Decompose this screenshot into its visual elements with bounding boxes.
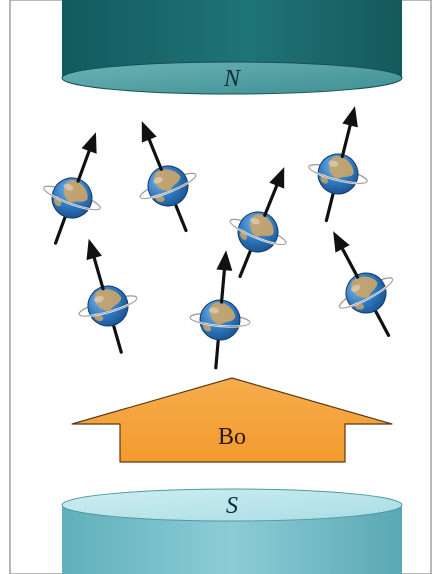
field-arrow: Bo <box>71 377 393 463</box>
spin-particle <box>333 231 394 337</box>
spin-particle <box>189 250 251 370</box>
spin-group <box>42 106 394 370</box>
spin-particle <box>78 238 138 354</box>
south-pole-label: S <box>226 493 238 519</box>
field-label: Bo <box>218 424 246 450</box>
spin-particle <box>307 106 369 223</box>
frame-border <box>9 0 432 574</box>
spin-particle <box>229 167 287 279</box>
spin-particle <box>139 121 197 233</box>
north-pole-label: N <box>223 66 242 92</box>
spin-particle <box>42 132 102 245</box>
south-pole-magnet: S <box>61 488 403 574</box>
north-pole-magnet: N <box>61 0 403 95</box>
